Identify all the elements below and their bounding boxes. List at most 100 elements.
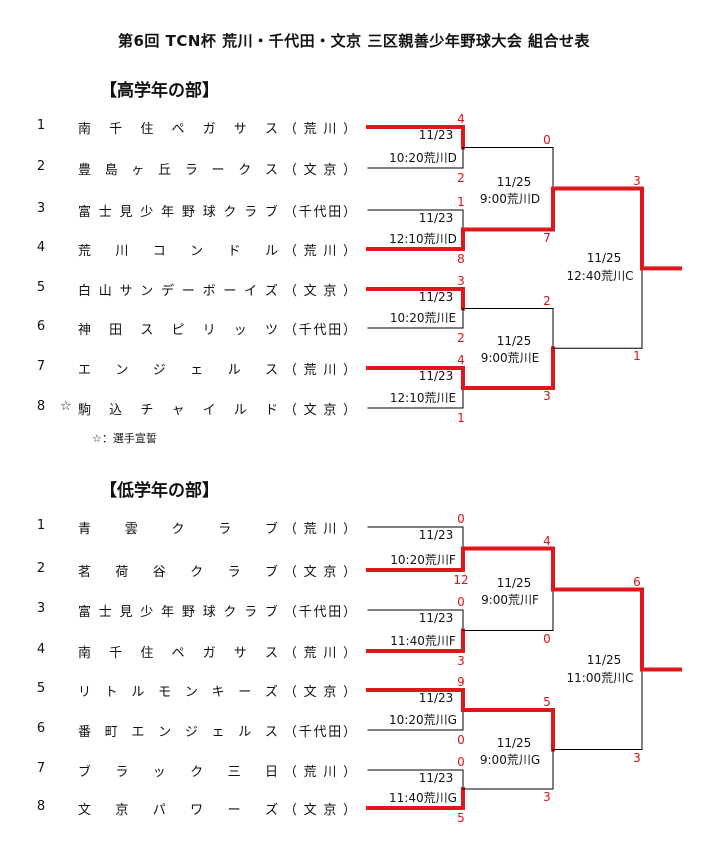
team-name: 豊島ヶ丘ラークス	[78, 159, 284, 178]
char: ）	[342, 725, 356, 740]
team-entry: 富士見少年野球クラブ（千代田）	[78, 601, 356, 620]
score-bottom: 3	[457, 654, 465, 668]
match-date: 11/23	[418, 290, 454, 304]
char: （	[284, 646, 298, 661]
match-date: 11/23	[418, 211, 454, 225]
char: （	[284, 522, 298, 537]
score-bottom: 3	[543, 790, 551, 804]
char: ）	[342, 646, 356, 661]
score-top: 5	[543, 695, 551, 709]
team-region: （荒川）	[284, 642, 356, 661]
match-date: 11/23	[418, 611, 454, 625]
char: ブ	[264, 205, 278, 220]
score-bottom: 0	[457, 733, 465, 747]
char: 荒	[78, 244, 92, 259]
char: ）	[342, 122, 356, 137]
section-heading: 【高学年の部】	[100, 81, 219, 101]
score-top: 0	[457, 755, 465, 769]
match-date: 11/23	[418, 128, 454, 142]
char: 京	[323, 803, 337, 818]
team-number: 5	[36, 681, 46, 696]
match-date: 11/25	[496, 334, 532, 349]
char: ）	[342, 803, 356, 818]
char: ツ	[264, 323, 278, 338]
score-bottom: 12	[453, 573, 469, 587]
char: ）	[342, 284, 356, 299]
char: 番	[78, 725, 92, 740]
char: ピ	[171, 323, 185, 338]
char: 千	[109, 122, 123, 137]
char: 京	[323, 403, 337, 418]
char: 荒	[303, 244, 317, 259]
char: 少	[140, 205, 154, 220]
char: ク	[238, 163, 252, 178]
char: 川	[323, 244, 337, 259]
team-name: 駒込チャイルド	[78, 399, 284, 418]
team-region: （千代田）	[284, 319, 356, 338]
char: ペ	[171, 646, 185, 661]
char: ル	[233, 403, 247, 418]
match-place: 9:00荒川G	[479, 752, 541, 767]
match-place: 11:40荒川F	[390, 634, 456, 648]
char: ）	[342, 522, 356, 537]
char: 田	[328, 605, 342, 620]
char: ）	[342, 244, 356, 259]
char: ク	[223, 605, 237, 620]
char: ー	[223, 284, 237, 299]
team-number: 6	[36, 721, 46, 736]
char: ン	[140, 284, 154, 299]
team-name: 富士見少年野球クラブ	[78, 601, 284, 620]
char: 雲	[124, 522, 138, 537]
match-place: 10:20荒川D	[389, 151, 457, 165]
char: 見	[119, 205, 133, 220]
score-top: 0	[457, 595, 465, 609]
char: ッ	[233, 323, 247, 338]
team-entry: 茗荷谷クラブ（文京）	[78, 561, 356, 580]
char: 町	[104, 725, 118, 740]
team-region: （荒川）	[284, 240, 356, 259]
char: 住	[140, 122, 154, 137]
char: （	[284, 725, 298, 740]
char: ン	[190, 244, 204, 259]
team-entry: ブラック三日（荒川）	[78, 761, 356, 780]
char: 京	[115, 803, 129, 818]
char: ジ	[184, 725, 198, 740]
match-place: 10:20荒川F	[390, 553, 456, 567]
team-number: 1	[36, 118, 46, 133]
char: 球	[202, 205, 216, 220]
char: ）	[342, 765, 356, 780]
char: 千	[298, 605, 312, 620]
char: 駒	[78, 403, 92, 418]
char: デ	[161, 284, 175, 299]
char: （	[284, 685, 298, 700]
char: ）	[342, 205, 356, 220]
team-region: （文京）	[284, 799, 356, 818]
char: 文	[303, 163, 317, 178]
char: （	[284, 323, 298, 338]
match-place: 12:10荒川D	[389, 232, 457, 246]
char: ェ	[211, 725, 225, 740]
score-top: 0	[543, 132, 551, 147]
char: ブ	[264, 522, 278, 537]
char: ス	[264, 725, 278, 740]
char: サ	[233, 646, 247, 661]
char: 込	[109, 403, 123, 418]
char: （	[284, 163, 298, 178]
score-bottom: 1	[457, 411, 465, 425]
match-date: 11/23	[418, 691, 454, 705]
char: リ	[78, 685, 92, 700]
char: ル	[264, 244, 278, 259]
char: ラ	[244, 605, 258, 620]
score-top: 9	[457, 675, 465, 689]
char: ー	[227, 803, 241, 818]
team-number: 3	[36, 201, 46, 216]
team-number: 2	[36, 159, 46, 174]
char: 住	[140, 646, 154, 661]
score-bottom: 2	[457, 171, 465, 185]
team-name: 南千住ペガサス	[78, 642, 284, 661]
char: 荒	[303, 522, 317, 537]
match-date: 11/25	[496, 174, 532, 189]
footnote: ☆：選手宣誓	[92, 432, 157, 445]
score-top: 3	[633, 173, 641, 188]
